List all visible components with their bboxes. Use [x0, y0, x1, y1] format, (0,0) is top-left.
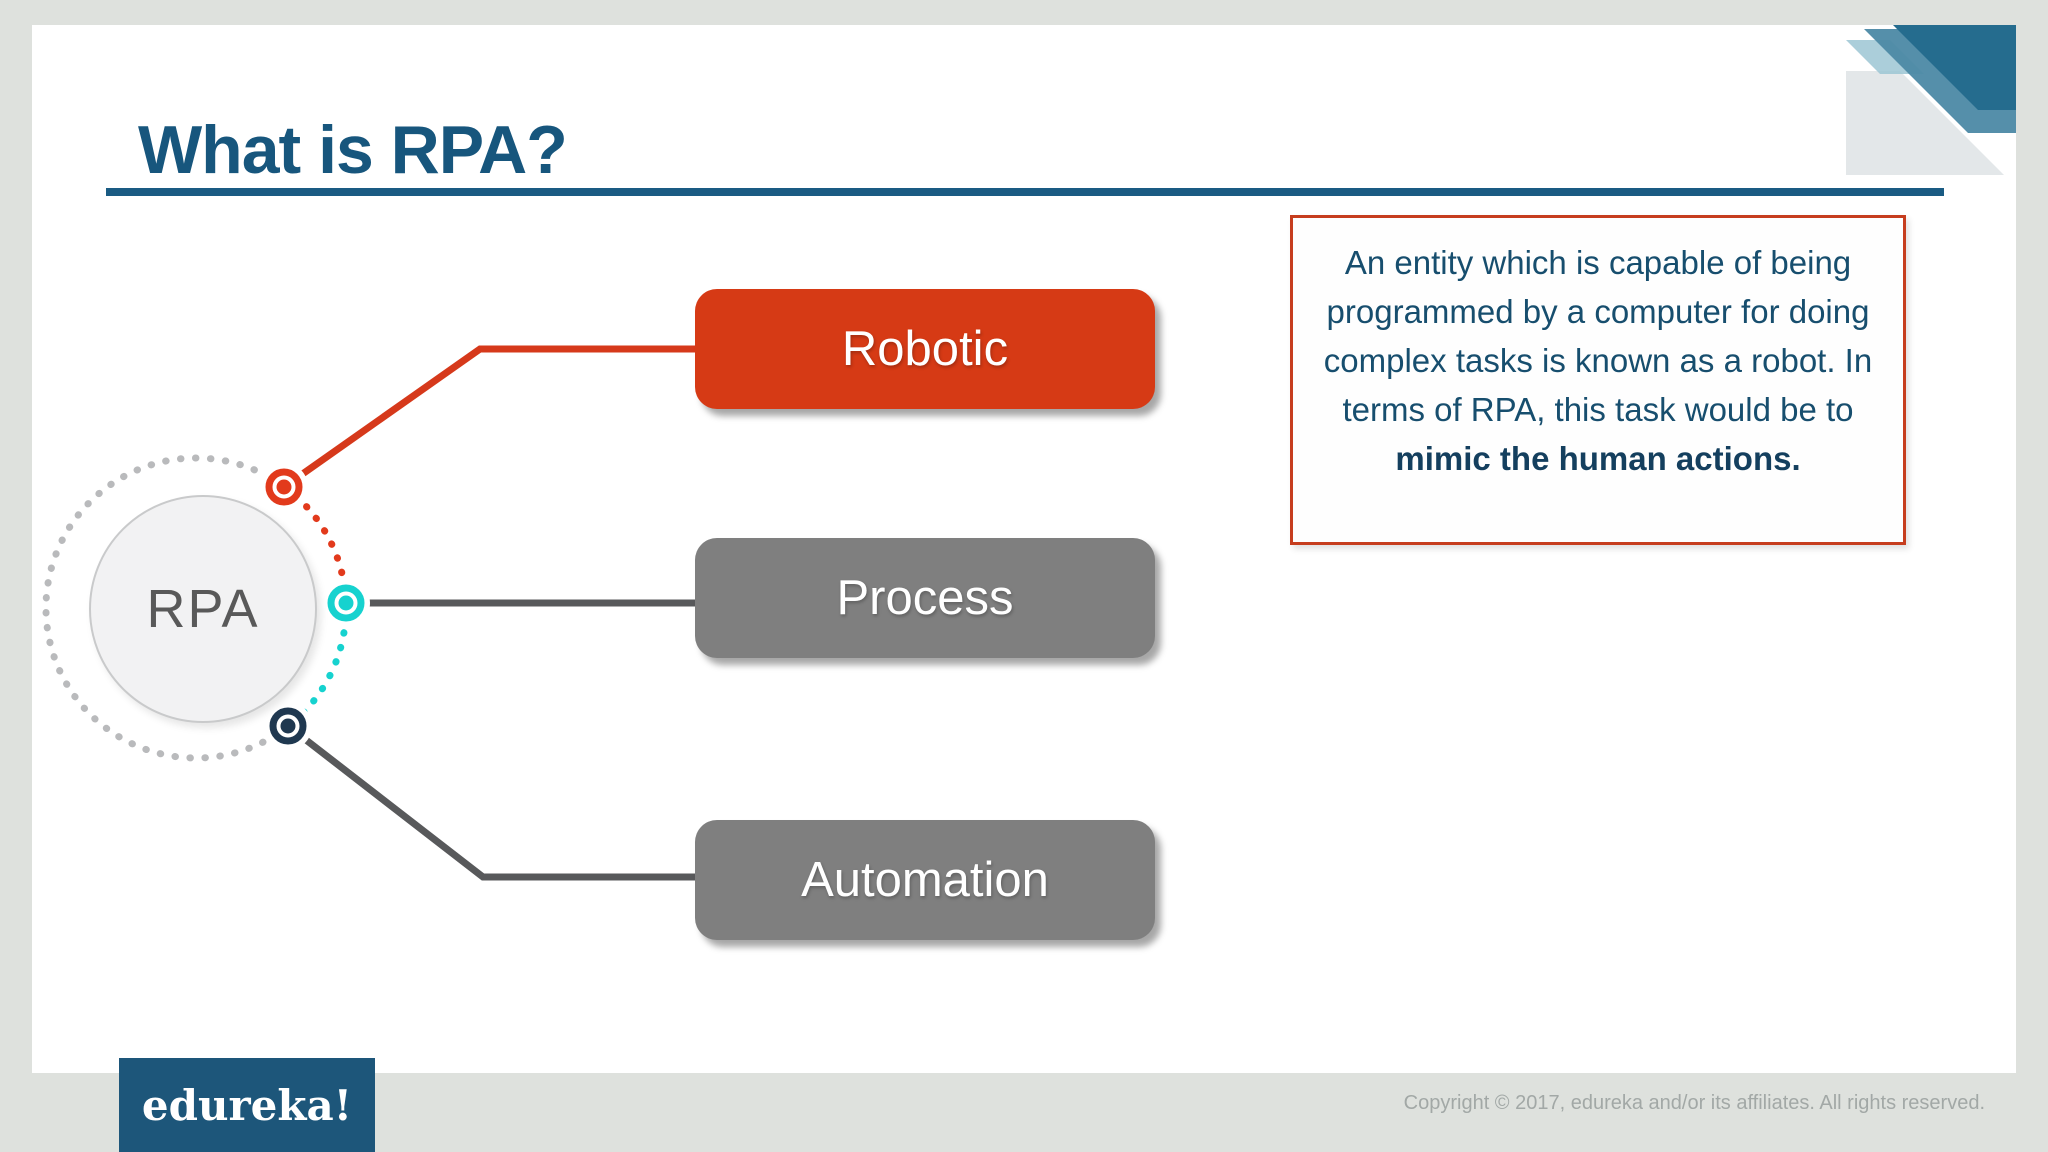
copyright-text: Copyright © 2017, edureka and/or its aff…: [1403, 1092, 1985, 1114]
page-title: What is RPA?: [138, 112, 568, 188]
node-process: Process: [695, 538, 1155, 658]
dotted-ring-gray-arc: [42, 454, 292, 762]
definition-text-bold: mimic the human actions.: [1395, 440, 1801, 477]
node-robotic-label: Robotic: [841, 322, 1009, 376]
hub-label: RPA: [146, 579, 260, 639]
edureka-logo: edureka!: [119, 1058, 375, 1152]
edureka-logo-text: edureka!: [141, 1080, 353, 1130]
slide-canvas: What is RPA?: [32, 25, 2016, 1073]
robotic-connector-line: [281, 345, 697, 490]
automation-connector-line: [285, 723, 697, 881]
hub-circle: RPA: [89, 495, 317, 723]
definition-text: An entity which is capable of being prog…: [1305, 238, 1891, 483]
hub-spoke-diagram: [42, 345, 697, 881]
node-automation: Automation: [695, 820, 1155, 940]
automation-anchor-dot-icon: [264, 702, 312, 750]
title-underline: [106, 188, 1944, 196]
definition-text-regular: An entity which is capable of being prog…: [1323, 244, 1873, 428]
node-process-label: Process: [836, 571, 1014, 625]
robotic-anchor-dot-icon: [260, 463, 308, 511]
definition-callout: An entity which is capable of being prog…: [1290, 215, 1906, 545]
node-robotic: Robotic: [695, 289, 1155, 409]
corner-ribbon-decoration: [1846, 25, 2016, 175]
node-automation-label: Automation: [801, 853, 1049, 907]
process-anchor-dot-icon: [322, 579, 370, 627]
